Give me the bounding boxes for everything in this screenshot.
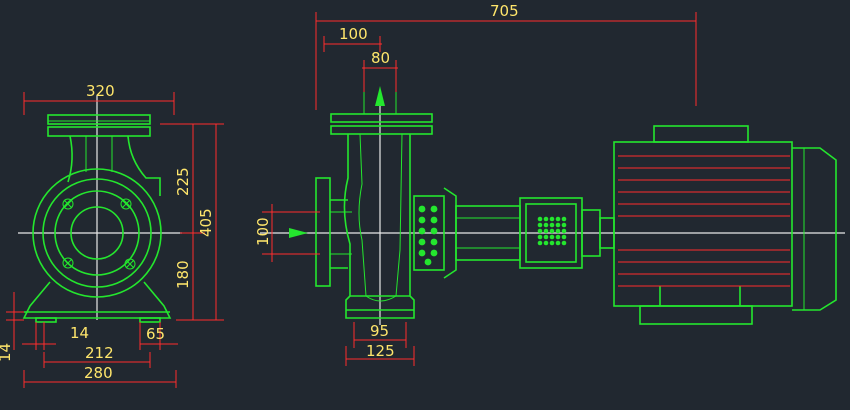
dim-280-label: 280 <box>84 364 113 382</box>
dim-14-horizontal: 14 <box>22 322 89 350</box>
dim-212: 212 <box>43 344 151 368</box>
motor-frame <box>613 141 793 307</box>
dim-180-label: 180 <box>174 260 192 289</box>
dim-225-label: 225 <box>174 167 192 196</box>
dim-95-label: 95 <box>370 322 389 340</box>
dim-95: 95 <box>353 322 407 348</box>
dim-100-top-label: 100 <box>339 25 368 43</box>
dim-100-inlet-label: 100 <box>254 217 272 246</box>
dim-320-label: 320 <box>86 82 115 100</box>
pump-side-view: 705 100 80 100 95 <box>254 2 845 366</box>
front-feet <box>22 281 172 319</box>
dim-14-horizontal-label: 14 <box>70 324 89 342</box>
dim-180: 180 <box>174 233 205 321</box>
dim-212-label: 212 <box>85 344 114 362</box>
dim-705: 705 <box>315 2 697 110</box>
motor-cooling-fins <box>618 155 790 287</box>
dim-80-label: 80 <box>371 49 390 67</box>
dim-80: 80 <box>362 49 398 92</box>
side-outlet-flange-top <box>330 113 433 123</box>
dim-320: 320 <box>23 82 175 115</box>
dim-100-inlet: 100 <box>254 204 320 262</box>
dim-100-top: 100 <box>323 25 382 52</box>
outlet-flange-top <box>47 114 151 125</box>
bearing-bolt-pattern <box>418 205 438 266</box>
motor-feet <box>639 305 753 325</box>
dim-405-label: 405 <box>197 208 215 237</box>
dim-125-label: 125 <box>366 342 395 360</box>
dim-125: 125 <box>345 342 415 366</box>
motor-fan-cover <box>792 147 837 311</box>
dim-280: 280 <box>23 364 177 388</box>
volute-neck-right <box>127 135 161 196</box>
pump-casing-body <box>343 134 415 319</box>
casing-inner-circle <box>54 190 140 276</box>
dim-405: 405 <box>197 123 224 321</box>
dim-705-label: 705 <box>490 2 519 20</box>
impeller-eye-circle <box>70 206 124 260</box>
casing-flange-circle <box>42 178 152 288</box>
dim-65: 65 <box>139 322 178 350</box>
bolt-holes <box>62 198 136 270</box>
dim-14-vertical-label: 14 <box>0 343 14 362</box>
pump-front-view: 320 225 180 405 14 <box>0 82 224 388</box>
dim-65-label: 65 <box>146 325 165 343</box>
dim-14-vertical: 14 <box>0 292 24 362</box>
coupling-dot-grid <box>537 216 567 246</box>
outlet-flow-arrow <box>375 86 385 106</box>
casing-outer-circle <box>32 168 162 298</box>
terminal-box <box>653 125 749 143</box>
bearing-housing <box>413 195 445 271</box>
inlet-flow-arrow <box>289 228 308 238</box>
electric-motor <box>613 125 837 325</box>
side-outlet-flange-bottom <box>330 125 433 135</box>
volute-neck-left <box>67 135 73 183</box>
inlet-flange <box>315 177 331 287</box>
outlet-flange-bottom <box>47 126 151 137</box>
